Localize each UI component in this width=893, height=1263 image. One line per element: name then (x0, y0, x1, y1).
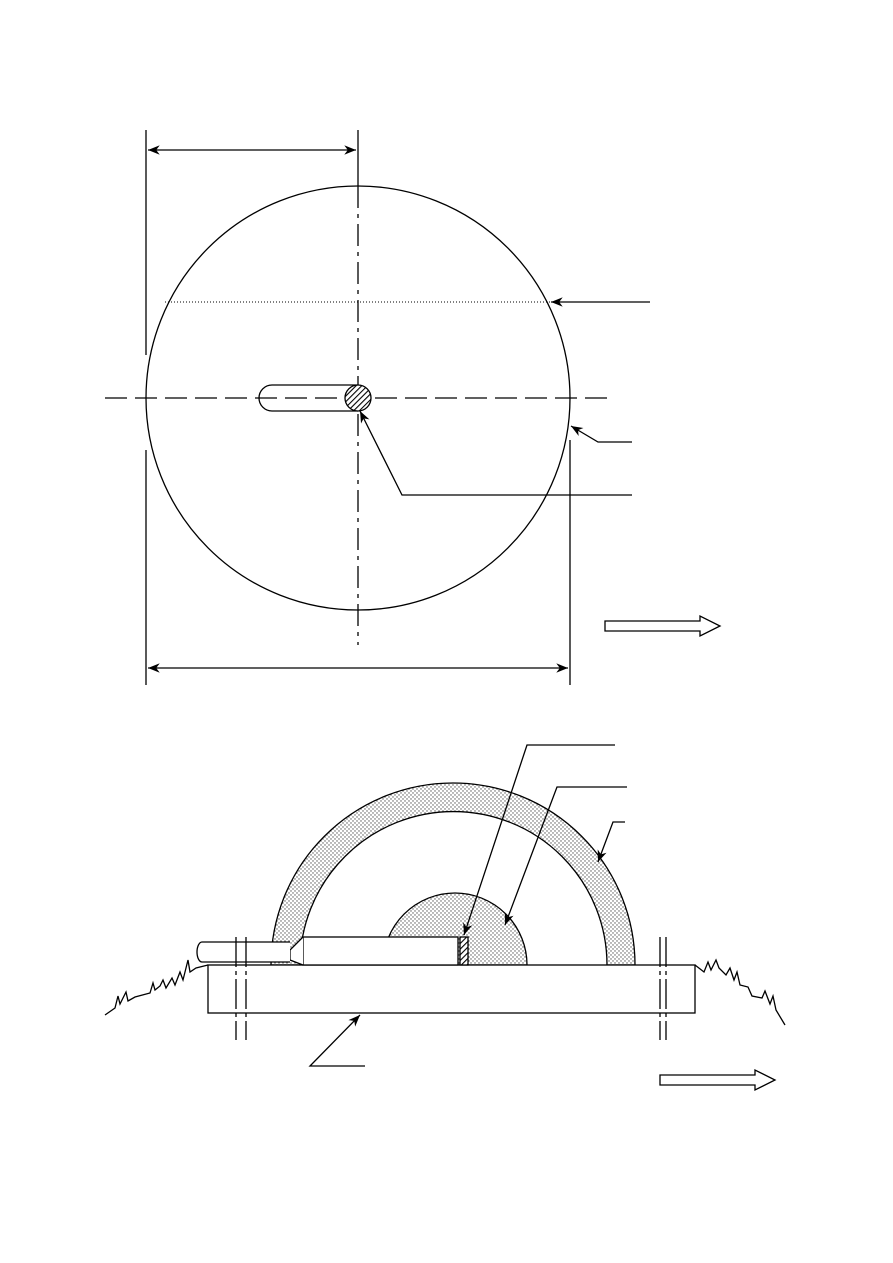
ground-line-left (104, 959, 209, 1016)
leader-arrow-ring (597, 821, 625, 863)
leader-arrow-edge (570, 425, 632, 443)
ground-line-right (694, 958, 786, 1026)
hatched-pin (344, 384, 372, 412)
leader-arrow-dome (504, 786, 627, 926)
leader-arrow-insert (463, 744, 615, 936)
side-view (104, 744, 786, 1092)
spindle-shaft (196, 941, 290, 963)
leader-arrow-base (308, 1014, 365, 1067)
break-lines-left (235, 937, 247, 1040)
hollow-direction-arrow-top (604, 614, 722, 638)
top-view (105, 130, 722, 685)
hollow-direction-arrow-bottom (659, 1068, 777, 1092)
hatched-insert (459, 936, 469, 966)
leader-arrow-pin (359, 410, 632, 496)
break-lines-right (659, 937, 667, 1040)
slot (258, 384, 358, 412)
base-plate (207, 964, 696, 1014)
spindle-body (302, 936, 459, 966)
